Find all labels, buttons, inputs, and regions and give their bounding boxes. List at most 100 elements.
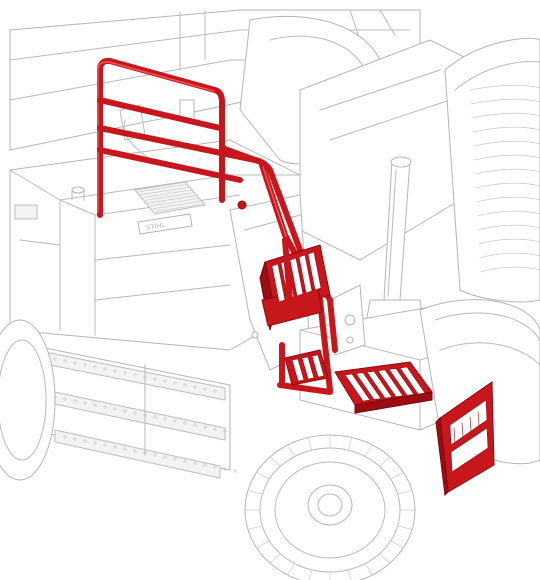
grille-slat	[472, 126, 540, 133]
ladder-slot	[461, 422, 464, 437]
tread-dot	[63, 435, 67, 439]
step-slot	[355, 372, 382, 400]
tread-dot	[123, 371, 127, 375]
tread-dot	[193, 461, 197, 465]
step-slot	[291, 358, 305, 382]
tire-tread	[347, 569, 352, 580]
tread-dot	[203, 425, 207, 429]
tire-tread	[247, 490, 263, 495]
tire-tread	[364, 563, 373, 576]
grille-slat	[471, 112, 540, 119]
grille-slat	[476, 196, 540, 203]
tire-tread	[269, 553, 281, 564]
tread-dot	[163, 455, 167, 459]
tread-dot	[93, 441, 97, 445]
tread-dot	[123, 409, 127, 413]
ladder-slot	[453, 427, 456, 443]
step-slot	[366, 370, 393, 399]
tread-dot	[183, 421, 187, 425]
tread-dot	[203, 463, 207, 467]
tread-dot	[143, 375, 147, 379]
tread-dot	[153, 415, 157, 419]
step-slot	[399, 366, 426, 395]
tire-tread	[390, 472, 404, 480]
tread-dot	[133, 373, 137, 377]
tread-dot	[133, 411, 137, 415]
grille-slat	[473, 154, 540, 161]
step-slot	[301, 356, 315, 380]
vent-slat	[137, 183, 189, 193]
vent-slat	[142, 189, 194, 198]
tire-tread	[256, 472, 270, 480]
vent-slat	[147, 194, 199, 204]
middle-step-platform	[334, 361, 433, 414]
grille-slat	[470, 98, 540, 105]
tire-tread	[256, 540, 270, 548]
step-slot	[298, 254, 313, 294]
grille-slat	[477, 210, 540, 217]
tread-dot	[83, 401, 87, 405]
tire-tread	[247, 525, 263, 530]
step-slot	[289, 257, 304, 297]
tire-tread	[287, 563, 296, 576]
radiator-grille	[444, 37, 540, 303]
tire-tread	[269, 456, 281, 467]
tread-dot	[153, 453, 157, 457]
tread-dot	[73, 361, 77, 365]
tire-tread	[364, 444, 373, 457]
tread-dot	[93, 403, 97, 407]
vent-slat	[145, 192, 196, 201]
vent-slat	[155, 203, 206, 212]
tire-tread	[287, 444, 296, 457]
grille-slat	[478, 238, 540, 245]
tread-dot	[103, 405, 107, 409]
grille-slat	[474, 168, 540, 175]
tread-dot	[183, 459, 187, 463]
grille-slat	[473, 140, 540, 147]
tread-dot	[163, 379, 167, 383]
tire-tread	[397, 490, 413, 495]
tread-dot	[103, 443, 107, 447]
detached-ladder-module	[435, 381, 495, 497]
tread-dot	[223, 467, 227, 471]
front-wheel	[244, 434, 416, 580]
upper-folding-step	[259, 237, 331, 331]
tread-dot	[213, 465, 217, 469]
tread-dot	[113, 445, 117, 449]
tread-dot	[173, 381, 177, 385]
tread-dot	[143, 451, 147, 455]
tread-dot	[103, 367, 107, 371]
tire-tread	[390, 540, 404, 548]
tread-dot	[133, 449, 137, 453]
tread-dot	[63, 397, 67, 401]
tread-dot	[183, 383, 187, 387]
grille-slat	[469, 84, 540, 91]
tread-dot	[73, 399, 77, 403]
tread-dot	[73, 437, 77, 441]
step-slot	[307, 251, 322, 291]
tread-dot	[213, 427, 217, 431]
tire-tread	[379, 456, 391, 467]
rear-left-wheel	[0, 319, 56, 481]
vent-slat	[152, 200, 204, 210]
tread-dot	[203, 387, 207, 391]
ladder-slot	[469, 416, 472, 432]
lower-step	[284, 349, 329, 386]
step-slot	[344, 373, 371, 402]
machine-upper-structure	[9, 9, 471, 261]
step-slot	[377, 369, 404, 398]
grille-slat	[475, 182, 540, 189]
emblem-text: STIHL	[145, 222, 166, 232]
vent-slat	[150, 197, 201, 207]
tread-dot	[113, 369, 117, 373]
ladder-slot	[477, 411, 480, 426]
left-step-ladder	[29, 344, 237, 479]
tire-tread	[308, 569, 313, 580]
tread-dot	[153, 377, 157, 381]
tread-dot	[93, 365, 97, 369]
vent-slat	[140, 186, 191, 196]
tread-dot	[53, 357, 57, 361]
tread-dot	[63, 359, 67, 363]
